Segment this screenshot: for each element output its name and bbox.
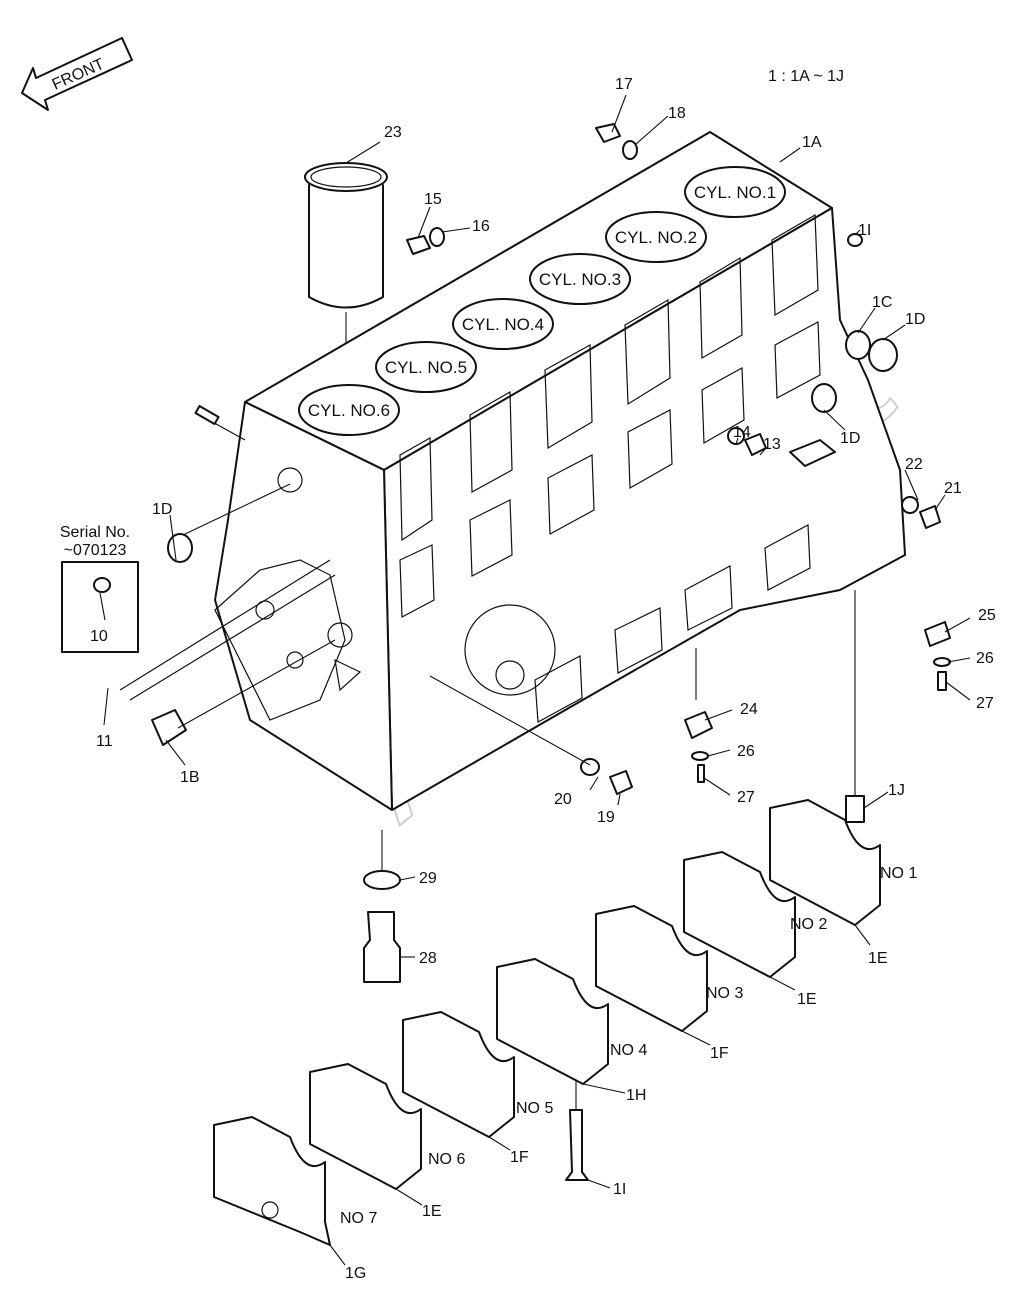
callout-1F-b: 1F	[510, 1149, 529, 1166]
callout-20: 20	[554, 791, 572, 808]
block-ribs	[399, 213, 821, 723]
bearing-cap-5	[402, 1011, 515, 1138]
callout-1B: 1B	[180, 769, 200, 786]
callout-26-b: 26	[976, 650, 994, 667]
serial-box: Serial No. ~070123 10	[60, 524, 139, 653]
callout-1D-a: 1D	[905, 311, 925, 328]
callout-26-a: 26	[737, 743, 755, 760]
callout-18: 18	[668, 105, 686, 122]
svg-text:CYL. NO.4: CYL. NO.4	[462, 315, 544, 334]
callout-21: 21	[944, 480, 962, 497]
callout-27-a: 27	[737, 789, 755, 806]
callout-1C: 1C	[872, 294, 892, 311]
callout-27-b: 27	[976, 695, 994, 712]
bearing-cap-2	[683, 851, 796, 978]
callout-1I-b: 1I	[613, 1181, 626, 1198]
callout-22: 22	[905, 456, 923, 473]
cylinder-2: CYL. NO.2	[605, 211, 707, 263]
bearing-cap-7	[213, 1116, 331, 1246]
cylinder-4: CYL. NO.4	[452, 298, 554, 350]
callout-1D-c: 1D	[152, 501, 172, 518]
bearing-cap-6	[309, 1063, 422, 1190]
bearing-cap-label-4: NO 4	[610, 1042, 647, 1059]
svg-text:CYL. NO.3: CYL. NO.3	[539, 270, 621, 289]
callout-1A: 1A	[802, 134, 822, 151]
bearing-cap-label-5: NO 5	[516, 1100, 553, 1117]
callout-1E-c: 1E	[422, 1203, 442, 1220]
bearing-cap-3	[595, 905, 708, 1032]
front-label: FRONT	[50, 56, 107, 94]
callout-1E-b: 1E	[797, 991, 817, 1008]
bearing-caps	[213, 799, 881, 1246]
callout-15: 15	[424, 191, 442, 208]
cylinder-1: CYL. NO.1	[684, 166, 786, 218]
svg-text:CYL. NO.5: CYL. NO.5	[385, 358, 467, 377]
bearing-cap-label-7: NO 7	[340, 1210, 377, 1227]
callout-23: 23	[384, 124, 402, 141]
cylinder-bores: CYL. NO.1 CYL. NO.2 CYL. NO.3 CYL. NO.4 …	[298, 166, 786, 436]
serial-line2: ~070123	[64, 542, 127, 559]
cylinder-liner	[304, 141, 388, 395]
callout-17: 17	[615, 76, 633, 93]
callout-16: 16	[472, 218, 490, 235]
cylinder-3: CYL. NO.3	[529, 253, 631, 305]
svg-text:CYL. NO.2: CYL. NO.2	[615, 228, 697, 247]
callout-19: 19	[597, 809, 615, 826]
bearing-cap-label-3: NO 3	[706, 985, 743, 1002]
callout-28: 28	[419, 950, 437, 967]
callout-10: 10	[90, 628, 108, 645]
engine-block	[119, 131, 906, 811]
bearing-cap-label-6: NO 6	[428, 1151, 465, 1168]
front-arrow-icon: FRONT	[21, 37, 133, 111]
callout-1J: 1J	[888, 782, 905, 799]
callout-24: 24	[740, 701, 758, 718]
callout-25: 25	[978, 607, 996, 624]
bearing-cap-label-1: NO 1	[880, 865, 917, 882]
callout-11: 11	[96, 733, 113, 750]
callouts: 1A 1I 1C 1D 1D 1D 1B 1J 1E 1E 1F 1H 1F 1…	[96, 76, 996, 1282]
scale-note: 1 : 1A ~ 1J	[768, 68, 844, 85]
svg-text:CYL. NO.6: CYL. NO.6	[308, 401, 390, 420]
cylinder-6: CYL. NO.6	[298, 384, 400, 436]
callout-29: 29	[419, 870, 437, 887]
serial-line1: Serial No.	[60, 524, 130, 541]
callout-leaders	[103, 147, 971, 1266]
bearing-cap-label-2: NO 2	[790, 916, 827, 933]
callout-1D-b: 1D	[840, 430, 860, 447]
svg-text:CYL. NO.1: CYL. NO.1	[694, 183, 776, 202]
callout-1E-a: 1E	[868, 950, 888, 967]
bearing-cap-1	[769, 799, 881, 926]
callout-1G: 1G	[345, 1265, 366, 1282]
bearing-cap-4	[496, 958, 609, 1085]
callout-13: 13	[763, 436, 781, 453]
callout-14: 14	[733, 424, 751, 441]
callout-1F-a: 1F	[710, 1045, 729, 1062]
callout-1I: 1I	[858, 222, 871, 239]
cylinder-5: CYL. NO.5	[375, 341, 477, 393]
callout-1H: 1H	[626, 1087, 646, 1104]
